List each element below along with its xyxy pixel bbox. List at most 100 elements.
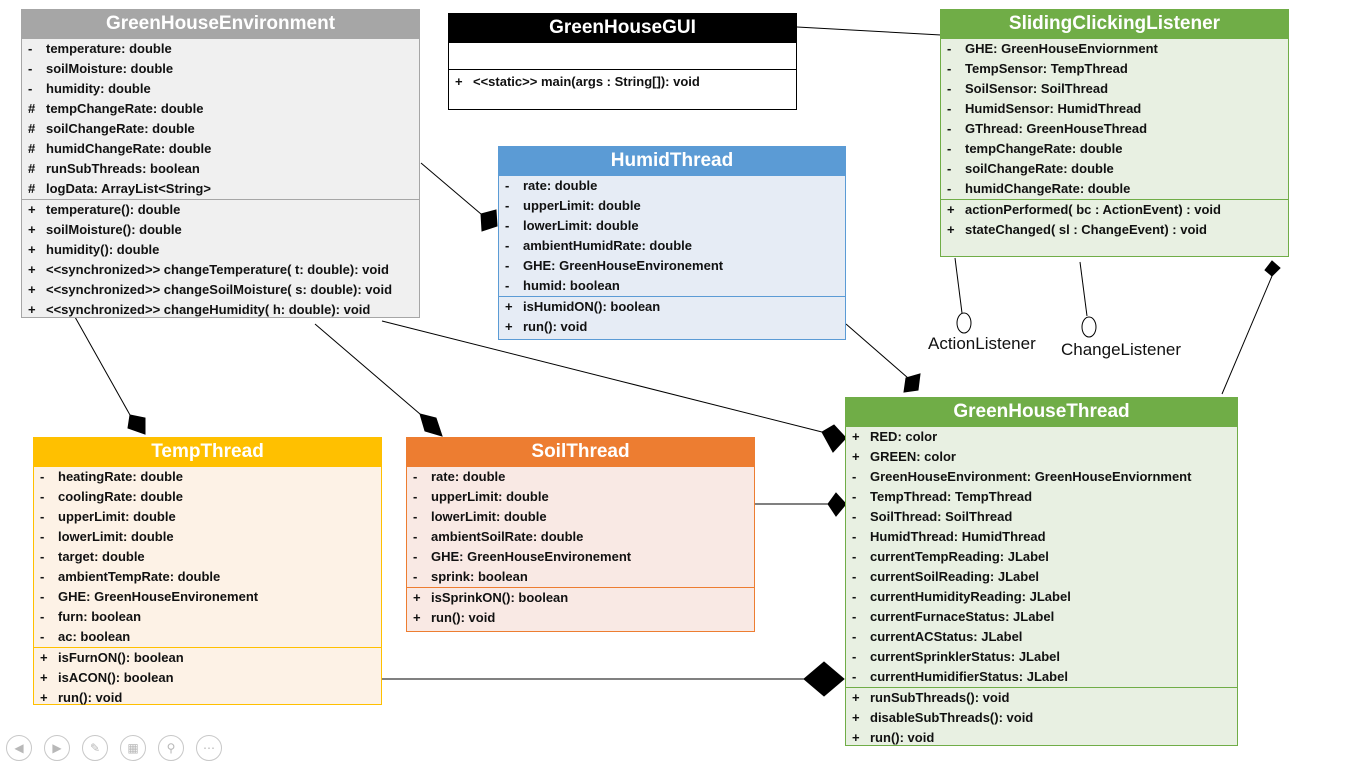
- visibility-marker: -: [852, 489, 857, 504]
- visibility-marker: -: [40, 569, 45, 584]
- member-text: currentFurnaceStatus: JLabel: [870, 609, 1055, 624]
- attribute-row: -ac: boolean: [34, 627, 381, 647]
- member-text: currentHumidityReading: JLabel: [870, 589, 1071, 604]
- visibility-marker: #: [28, 121, 36, 136]
- member-text: heatingRate: double: [58, 469, 183, 484]
- visibility-marker: +: [852, 449, 860, 464]
- zoom-button[interactable]: ⚲: [158, 735, 184, 761]
- method-row: +isACON(): boolean: [34, 668, 381, 688]
- visibility-marker: -: [852, 609, 857, 624]
- see-all-slides-button[interactable]: ▦: [120, 735, 146, 761]
- method-row: +<<synchronized>> changeHumidity( h: dou…: [22, 300, 419, 320]
- attribute-row: -soilMoisture: double: [22, 59, 419, 79]
- visibility-marker: -: [852, 629, 857, 644]
- visibility-marker: +: [28, 282, 36, 297]
- member-text: upperLimit: double: [58, 509, 176, 524]
- methods-section: +temperature(): double+soilMoisture(): d…: [22, 199, 419, 320]
- member-text: GHE: GreenHouseEnvironement: [523, 258, 724, 273]
- visibility-marker: -: [413, 569, 418, 584]
- next-slide-button[interactable]: ▶: [44, 735, 70, 761]
- member-text: disableSubThreads(): void: [870, 710, 1034, 725]
- attribute-row: -currentACStatus: JLabel: [846, 627, 1237, 647]
- more-options-button[interactable]: ⋯: [196, 735, 222, 761]
- attribute-row: -currentTempReading: JLabel: [846, 547, 1237, 567]
- class-name: SoilThread: [407, 438, 754, 466]
- listener-to-ghthread-line: [1221, 275, 1273, 395]
- member-text: lowerLimit: double: [431, 509, 547, 524]
- previous-slide-button[interactable]: ◀: [6, 735, 32, 761]
- visibility-marker: #: [28, 181, 36, 196]
- attribute-row: + GREEN: color: [846, 447, 1237, 467]
- member-text: humidity: double: [46, 81, 151, 96]
- member-text: temperature: double: [46, 41, 172, 56]
- attribute-row: -rate: double: [499, 176, 845, 196]
- member-text: lowerLimit: double: [58, 529, 174, 544]
- attribute-row: -SoilThread: SoilThread: [846, 507, 1237, 527]
- visibility-marker: -: [413, 489, 418, 504]
- member-text: isSprinkON(): boolean: [431, 590, 569, 605]
- visibility-marker: -: [40, 489, 45, 504]
- visibility-marker: -: [40, 509, 45, 524]
- attribute-row: -sprink: boolean: [407, 567, 754, 587]
- pen-tool-button[interactable]: ✎: [82, 735, 108, 761]
- member-text: soilMoisture: double: [46, 61, 174, 76]
- visibility-marker: +: [40, 650, 48, 665]
- member-text: logData: ArrayList<String>: [46, 181, 211, 196]
- visibility-marker: +: [852, 730, 860, 745]
- visibility-marker: +: [947, 222, 955, 237]
- diamond-temp: [127, 414, 146, 435]
- class-greenhouse-gui: GreenHouseGUI +<<static>> main(args : St…: [448, 13, 797, 110]
- attributes-section: -GHE: GreenHouseEnviornment-TempSensor: …: [941, 38, 1288, 199]
- member-text: isFurnON(): boolean: [58, 650, 184, 665]
- diamond-ghthread-temp: [803, 661, 845, 697]
- visibility-marker: +: [947, 202, 955, 217]
- attribute-row: -soilChangeRate: double: [941, 159, 1288, 179]
- member-text: <<synchronized>> changeSoilMoisture( s: …: [46, 282, 393, 297]
- diamond-ghthread-humid: [903, 373, 921, 393]
- member-text: humidity(): double: [46, 242, 160, 257]
- class-name: GreenHouseGUI: [449, 14, 796, 42]
- member-text: GREEN: color: [870, 449, 956, 464]
- attribute-row: -HumidSensor: HumidThread: [941, 99, 1288, 119]
- attribute-row: -humidity: double: [22, 79, 419, 99]
- member-text: run(): void: [58, 690, 123, 705]
- method-row: + run(): void: [846, 728, 1237, 748]
- member-text: GHE: GreenHouseEnvironement: [431, 549, 632, 564]
- visibility-marker: -: [947, 141, 952, 156]
- attribute-row: -rate: double: [407, 467, 754, 487]
- member-text: tempChangeRate: double: [46, 101, 204, 116]
- method-row: +soilMoisture(): double: [22, 220, 419, 240]
- methods-section: +actionPerformed( bc : ActionEvent) : vo…: [941, 199, 1288, 240]
- env-to-humid-line: [420, 162, 482, 215]
- visibility-marker: +: [413, 590, 421, 605]
- attribute-row: -GreenHouseEnvironment: GreenHouseEnvior…: [846, 467, 1237, 487]
- class-sliding-clicking-listener: SlidingClickingListener -GHE: GreenHouse…: [940, 9, 1289, 257]
- diamond-soil: [419, 413, 443, 437]
- attributes-section: -heatingRate: double-coolingRate: double…: [34, 466, 381, 647]
- member-text: tempChangeRate: double: [965, 141, 1123, 156]
- attribute-row: #humidChangeRate: double: [22, 139, 419, 159]
- member-text: run(): void: [870, 730, 935, 745]
- member-text: upperLimit: double: [431, 489, 549, 504]
- member-text: ambientHumidRate: double: [523, 238, 693, 253]
- visibility-marker: -: [413, 529, 418, 544]
- visibility-marker: #: [28, 101, 36, 116]
- member-text: stateChanged( sl : ChangeEvent) : void: [965, 222, 1207, 237]
- diamond-ghthread-soil: [827, 492, 847, 517]
- visibility-marker: -: [947, 41, 952, 56]
- visibility-marker: -: [947, 61, 952, 76]
- methods-section: +runSubThreads(): void+disableSubThreads…: [846, 687, 1237, 748]
- methods-section: +isHumidON(): boolean+run(): void: [499, 296, 845, 337]
- attribute-row: -furn: boolean: [34, 607, 381, 627]
- member-text: soilMoisture(): double: [46, 222, 182, 237]
- visibility-marker: -: [947, 81, 952, 96]
- attribute-row: # tempChangeRate: double: [22, 99, 419, 119]
- member-text: GHE: GreenHouseEnviornment: [965, 41, 1158, 56]
- diamond-humid: [480, 209, 498, 232]
- attribute-row: -currentFurnaceStatus: JLabel: [846, 607, 1237, 627]
- member-text: ac: boolean: [58, 629, 131, 644]
- member-text: coolingRate: double: [58, 489, 183, 504]
- class-name: TempThread: [34, 438, 381, 466]
- attribute-row: -humid: boolean: [499, 276, 845, 296]
- visibility-marker: -: [947, 101, 952, 116]
